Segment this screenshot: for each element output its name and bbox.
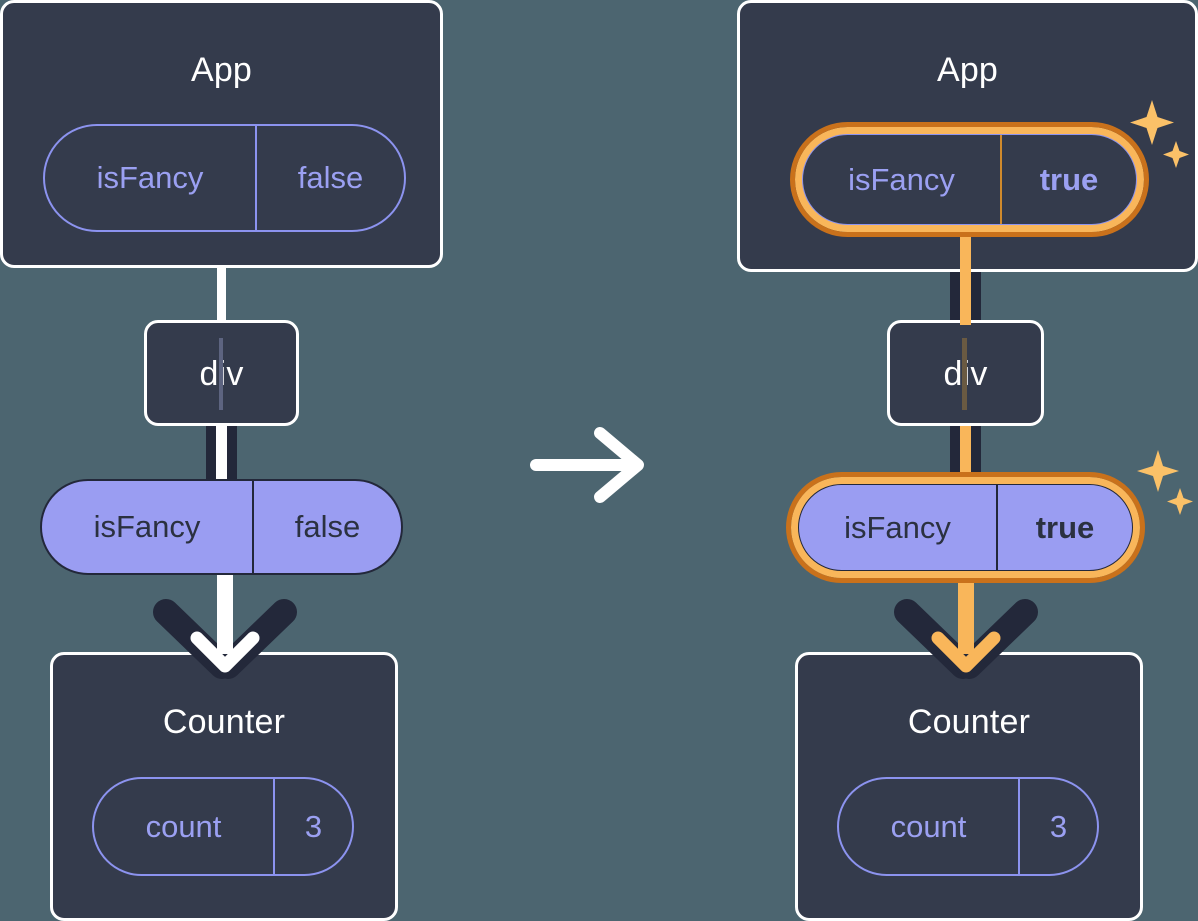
counter-title-after: Counter — [907, 703, 1031, 741]
prop-pill-key-after: isFancy — [844, 509, 951, 545]
connector-div-to-prop-dark-left-after — [950, 423, 960, 489]
app-state-divider-before — [255, 126, 257, 230]
counter-state-divider-after — [1018, 779, 1020, 874]
counter-state-pill-before: count 3 — [92, 777, 354, 876]
transition-arrow-icon — [528, 425, 653, 505]
app-state-key-before: isFancy — [96, 160, 204, 195]
app-state-value-after: true — [1039, 161, 1099, 197]
prop-pill-after: isFancy true — [797, 483, 1134, 572]
app-state-pill-after: isFancy true — [801, 133, 1138, 226]
counter-state-value-before: 3 — [304, 808, 323, 844]
prop-pill-divider-before — [252, 481, 254, 573]
app-state-value-before: false — [297, 160, 364, 195]
app-title-after: App — [936, 51, 999, 89]
prop-pill-before: isFancy false — [40, 479, 403, 575]
connector-div-to-prop-white-before — [216, 423, 227, 489]
app-state-pill-before: isFancy false — [43, 124, 406, 232]
connector-app-to-div-before — [217, 258, 226, 320]
app-title-before: App — [190, 51, 253, 89]
counter-panel-after: Counter count 3 — [795, 652, 1143, 921]
sparkles-icon-app-after — [1126, 98, 1190, 178]
sparkles-icon-prop-after — [1134, 448, 1194, 524]
counter-state-pill-after: count 3 — [837, 777, 1099, 876]
counter-state-divider-before — [273, 779, 275, 874]
counter-panel-before: Counter count 3 — [50, 652, 398, 921]
app-panel-before: App isFancy false — [0, 0, 443, 268]
counter-state-key-after: count — [890, 808, 967, 844]
flow-arrow-after — [881, 570, 1051, 680]
connector-div-to-prop-amber-after — [960, 423, 971, 489]
prop-pill-value-after: true — [1035, 509, 1095, 545]
connector-through-div-after — [962, 338, 967, 410]
connector-app-to-div-amber-after — [960, 215, 971, 325]
prop-pill-key-before: isFancy — [93, 509, 201, 544]
connector-through-div-before — [219, 338, 223, 410]
prop-pill-divider-after — [996, 485, 998, 570]
connector-div-to-prop-dark-right-after — [971, 423, 981, 489]
flow-arrow-before — [140, 570, 310, 680]
app-state-key-after: isFancy — [848, 161, 955, 197]
counter-state-key-before: count — [145, 808, 222, 844]
counter-title-before: Counter — [162, 703, 286, 741]
prop-pill-value-before: false — [294, 509, 361, 544]
connector-div-to-prop-dark-left-before — [206, 423, 216, 489]
counter-state-value-after: 3 — [1049, 808, 1068, 844]
app-state-divider-after — [1000, 135, 1002, 224]
connector-div-to-prop-dark-right-before — [227, 423, 237, 489]
